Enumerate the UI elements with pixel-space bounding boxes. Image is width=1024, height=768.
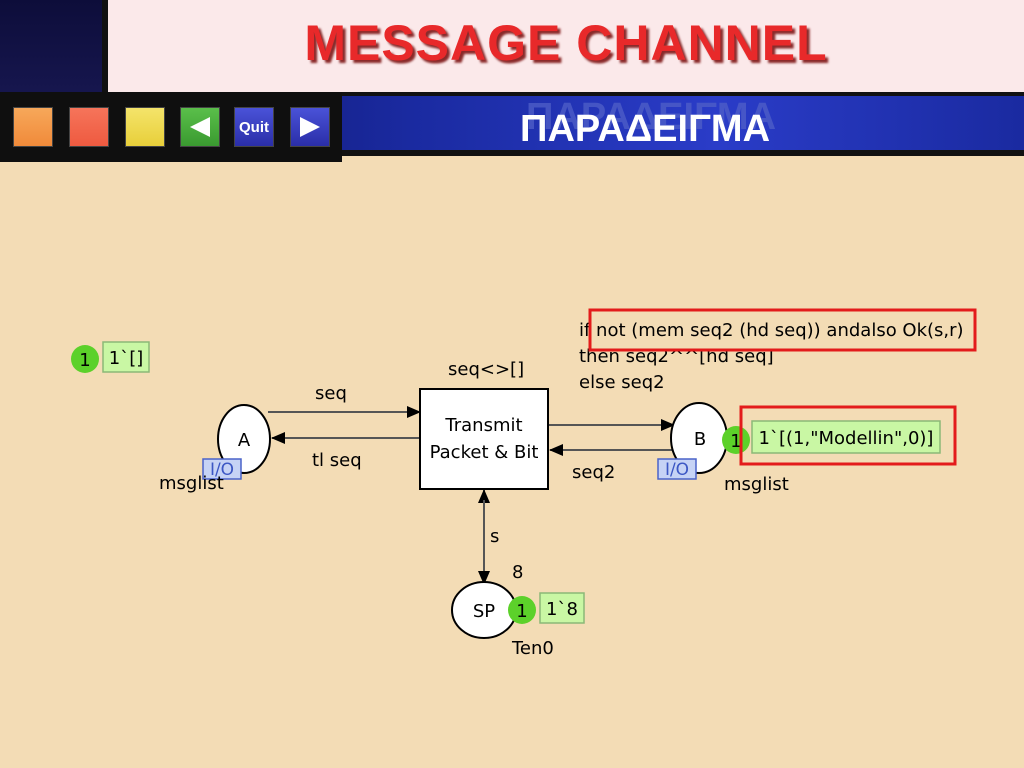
place-a-marking-box — [102, 341, 150, 373]
place-b-marking-box — [751, 420, 941, 454]
place-sp-marking: 1`8 — [546, 599, 578, 620]
slide-title: MESSAGE CHANNEL — [304, 15, 828, 71]
place-sp-label: SP — [473, 601, 495, 622]
place-a-label: A — [238, 430, 251, 451]
transition-guard: seq<>[] — [448, 359, 524, 380]
place-b-token — [722, 426, 750, 454]
place-b-marking: 1`[(1,"Modellin",0)] — [759, 428, 934, 449]
title-bar — [108, 0, 1024, 92]
place-b-token-count: 1 — [730, 431, 741, 452]
quit-button[interactable]: Quit — [234, 107, 274, 147]
arc-inscription-tl-seq: tl seq — [312, 450, 362, 471]
corner-decoration — [0, 0, 108, 92]
yellow-nav-button[interactable] — [125, 107, 165, 147]
place-a-type: msglist — [159, 473, 224, 494]
place-sp-marking-box — [539, 592, 585, 624]
place-a-port-tag — [202, 458, 242, 480]
arc-inscription-seq2: seq2 — [572, 462, 615, 483]
arrow-right-icon — [300, 117, 320, 137]
quit-label: Quit — [239, 118, 269, 136]
place-b-type: msglist — [724, 474, 789, 495]
place-a-token-count: 1 — [79, 350, 90, 371]
transition-label-line2: Packet & Bit — [430, 442, 539, 463]
back-button[interactable] — [180, 107, 220, 147]
slide-subtitle: ΠΑΡΑΔΕΙΓΜΑ — [520, 108, 771, 150]
arc-inscription-if: if not (mem seq2 (hd seq)) andalso Ok(s,… — [579, 320, 964, 341]
transition-label-line1: Transmit — [444, 415, 522, 436]
place-b-port-label: I/O — [665, 460, 689, 480]
transition-box — [419, 388, 549, 490]
forward-button[interactable] — [290, 107, 330, 147]
place-sp-token-count: 1 — [516, 601, 527, 622]
orange-nav-button[interactable] — [13, 107, 53, 147]
arc-inscription-seq: seq — [315, 383, 347, 404]
red-nav-button[interactable] — [69, 107, 109, 147]
place-a-token — [71, 345, 99, 373]
place-sp-type: Ten0 — [511, 638, 554, 659]
place-b-label: B — [694, 429, 706, 450]
guard-condition-highlight — [588, 308, 977, 352]
navigation-panel — [0, 92, 342, 162]
subtitle-shadow: ΠΑΡΑΔΕΙΓΜΑ — [526, 96, 777, 138]
place-a-port-label: I/O — [210, 460, 234, 480]
place-sp-token — [508, 596, 536, 624]
place-b-marking-highlight — [739, 405, 957, 466]
place-a-marking: 1`[] — [109, 348, 144, 369]
arc-inscription-else: else seq2 — [579, 372, 665, 393]
place-sp-init: 8 — [512, 562, 523, 583]
place-b-port-tag — [657, 458, 697, 480]
place-a — [217, 404, 271, 474]
arc-inscription-s: s — [490, 526, 499, 547]
arrow-left-icon — [190, 117, 210, 137]
